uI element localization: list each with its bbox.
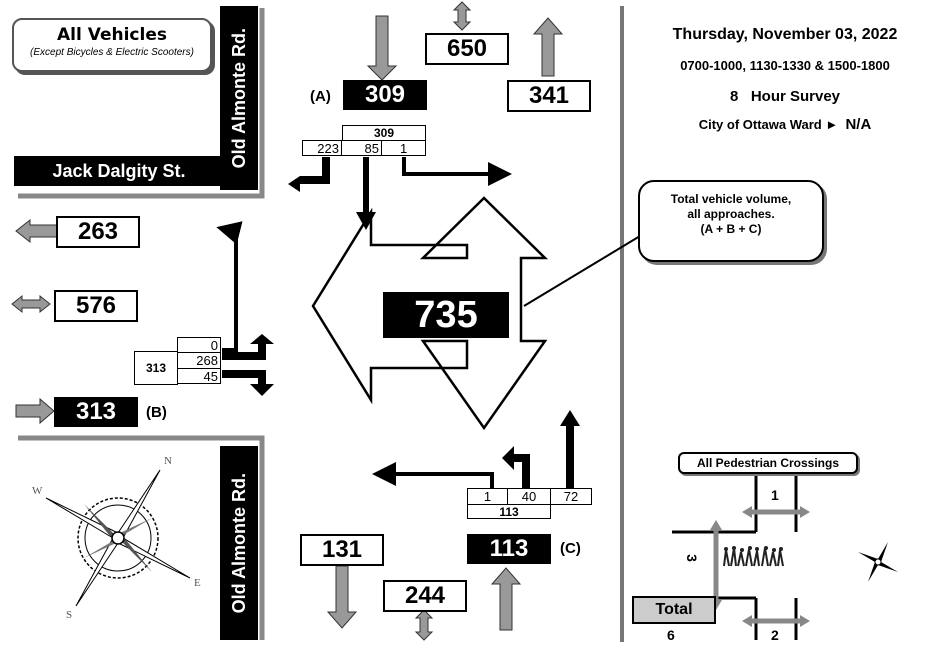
west-approach-label: (B)	[146, 404, 167, 421]
west-twoway-total: 576	[54, 290, 138, 322]
south-uturn-volume: 40	[507, 488, 551, 505]
pedestrian-crowd-icon	[722, 546, 784, 568]
west-uturn-volume: 0	[177, 337, 221, 353]
west-left-turn-arrow	[222, 334, 274, 360]
south-approach-total: 113	[467, 534, 551, 564]
compass-rose-icon: N W E S	[32, 455, 201, 621]
west-uturn-arrow	[222, 230, 236, 350]
south-through-volume: 72	[550, 488, 592, 505]
title-main: All Vehicles	[14, 25, 210, 45]
west-split-total: 313	[134, 351, 178, 385]
north-right-volume: 223	[302, 140, 342, 156]
callout-pointer	[524, 230, 650, 306]
pedestrian-total-label: Total	[632, 596, 716, 624]
south-uturn-arrow	[502, 446, 530, 488]
pedestrian-total-value: 6	[667, 627, 675, 643]
svg-text:E: E	[194, 577, 201, 589]
west-twoway-arrow	[12, 296, 50, 312]
title-box: All Vehicles (Except Bicycles & Electric…	[12, 18, 212, 72]
svg-text:W: W	[32, 485, 43, 497]
south-left-turn-arrow	[384, 474, 492, 488]
survey-duration: 8 Hour Survey	[640, 88, 930, 105]
small-compass-icon	[858, 542, 898, 582]
south-split-total: 113	[467, 504, 551, 519]
intersection-total: 735	[383, 292, 509, 338]
svg-text:S: S	[66, 609, 72, 621]
south-departing-arrow	[328, 566, 356, 628]
west-left-volume: 268	[177, 352, 221, 369]
south-approach-label: (C)	[560, 540, 581, 557]
south-street-label: Old Almonte Rd.	[220, 446, 258, 640]
south-twoway-total: 244	[383, 580, 467, 612]
south-through-arrow	[560, 410, 580, 488]
pedestrian-south-count: 2	[771, 627, 779, 643]
south-departing-total: 131	[300, 534, 384, 566]
pedestrian-title-box: All Pedestrian Crossings	[678, 452, 858, 474]
north-right-turn-arrow	[288, 157, 330, 192]
west-departing-arrow	[16, 220, 58, 242]
north-approach-total: 309	[343, 80, 427, 110]
north-twoway-total: 650	[425, 33, 509, 65]
north-twoway-arrow	[454, 2, 470, 30]
south-twoway-arrow	[416, 610, 432, 640]
north-through-arrow	[356, 157, 376, 230]
survey-periods: 0700-1000, 1130-1330 & 1500-1800	[640, 58, 930, 73]
south-entering-arrow	[492, 568, 520, 630]
north-approach-label: (A)	[310, 88, 331, 105]
survey-date: Thursday, November 03, 2022	[640, 26, 930, 44]
north-split-total: 309	[342, 125, 426, 141]
pedestrian-north-count: 1	[771, 487, 779, 503]
svg-text:N: N	[164, 455, 172, 467]
west-departing-total: 263	[56, 216, 140, 248]
north-entering-arrow	[368, 16, 396, 80]
survey-ward: City of Ottawa Ward ► N/A	[640, 116, 930, 133]
north-left-turn-arrow	[404, 157, 500, 174]
west-right-turn-arrow	[222, 370, 274, 396]
west-street-label: Jack Dalgity St.	[14, 156, 224, 186]
north-departing-arrow	[534, 18, 562, 76]
pedestrian-west-count: 3	[684, 554, 700, 562]
west-entering-arrow	[16, 399, 54, 423]
north-departing-total: 341	[507, 80, 591, 112]
north-street-label: Old Almonte Rd.	[220, 6, 258, 190]
title-subtitle: (Except Bicycles & Electric Scooters)	[14, 47, 210, 58]
south-left-volume: 1	[467, 488, 508, 505]
west-right-volume: 45	[177, 368, 221, 384]
west-approach-total: 313	[54, 397, 138, 427]
total-volume-callout: Total vehicle volume, all approaches. (A…	[638, 180, 824, 262]
north-through-volume: 85	[341, 140, 382, 156]
north-left-volume: 1	[381, 140, 426, 156]
